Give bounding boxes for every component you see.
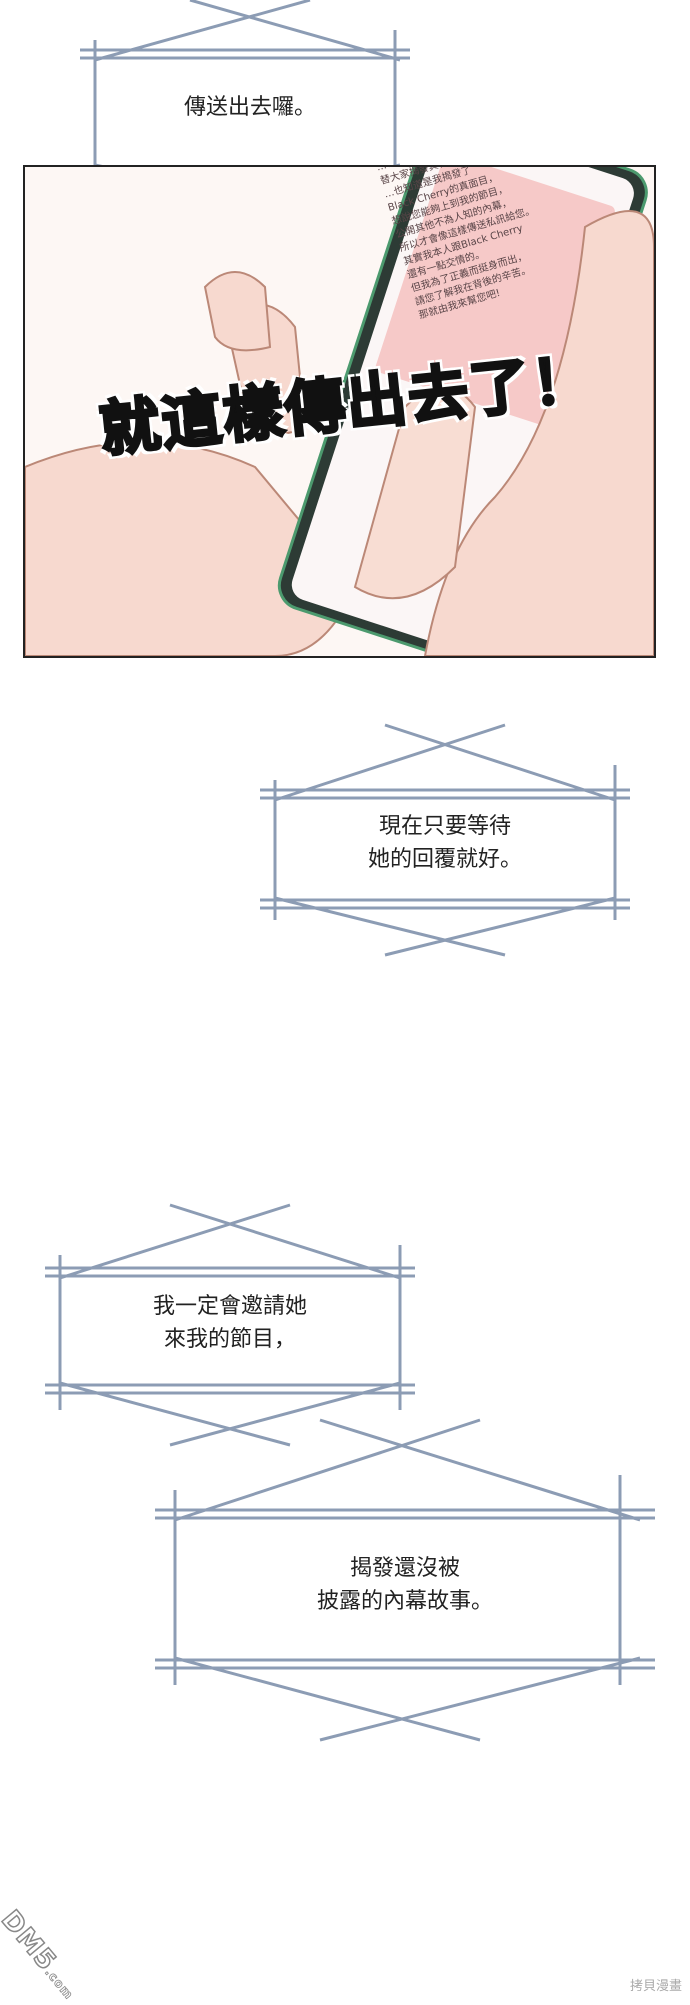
bubble-frame: [155, 1418, 655, 1742]
hands-and-phone-illustration: [25, 167, 654, 656]
watermark-right: 拷貝漫畫: [629, 1979, 682, 1994]
speech-bubble-2: 現在只要等待 她的回覆就好。: [255, 720, 635, 960]
bubble-4-line-2: 披露的內幕故事。: [316, 1589, 493, 1614]
bubble-4-line-1: 揭發還沒被: [349, 1556, 460, 1581]
comic-panel-phone: …YouTuber完蛋兔， 替大家揭發真相。 …也知道是我揭發了 Black C…: [23, 165, 656, 658]
bubble-2-line-2: 她的回覆就好。: [367, 847, 522, 872]
speech-bubble-4: 揭發還沒被 披露的內幕故事。: [150, 1415, 660, 1745]
speech-bubble-3: 我一定會邀請她 來我的節目，: [40, 1200, 420, 1450]
bubble-3-line-2: 來我的節目，: [163, 1327, 296, 1352]
bubble-3-line-1: 我一定會邀請她: [152, 1294, 307, 1319]
bubble-frame: [260, 723, 630, 957]
watermark-left-suffix: .com: [42, 1965, 77, 2003]
bubble-2-line-1: 現在只要等待: [378, 814, 511, 839]
bubble-frame: [45, 1203, 415, 1447]
watermark-logo-left: DM5.com: [0, 1904, 85, 2005]
bubble-1-line-1: 傳送出去囉。: [183, 95, 316, 120]
